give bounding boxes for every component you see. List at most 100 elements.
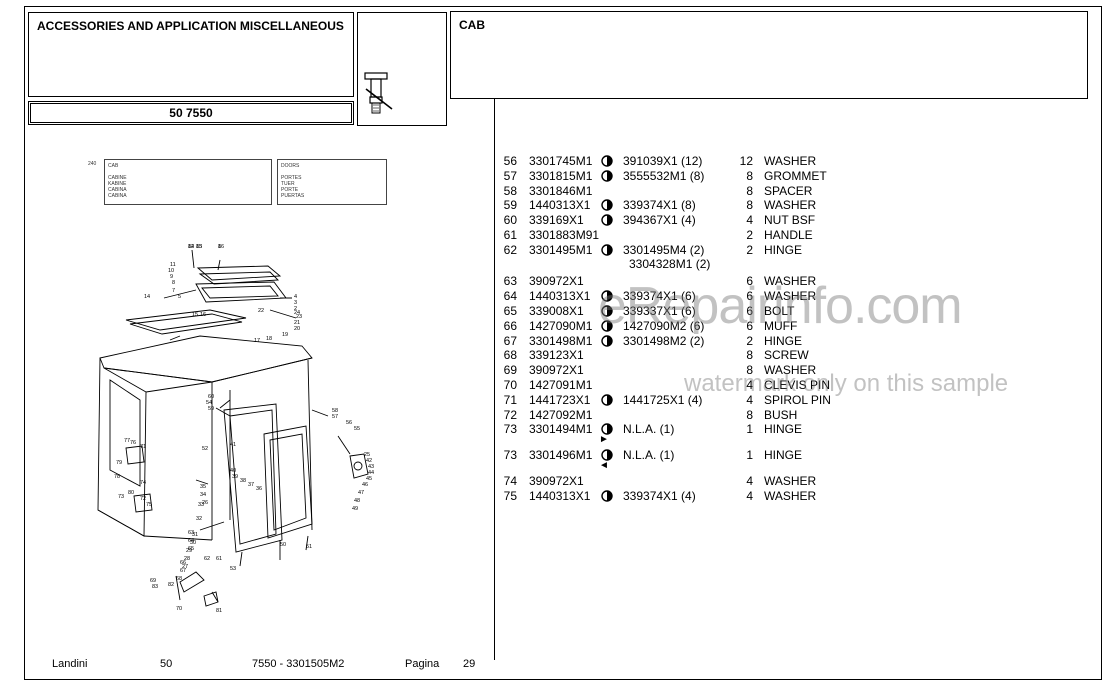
item-number: 57 (503, 168, 517, 183)
part-number: 3301495M1 (529, 242, 593, 257)
callout-number: 38 (240, 478, 246, 484)
footer-reference: 7550 - 3301505M2 (252, 658, 345, 670)
callout-number: 25 (364, 452, 370, 458)
callout-number: 16 (200, 312, 206, 318)
callout-number: 83 (152, 584, 158, 590)
footer-section: 50 (160, 658, 173, 670)
callout-number: 32 (196, 516, 202, 522)
alternate-part-2: 3304328M1 (2) (629, 256, 711, 271)
roof-hatch (196, 265, 282, 281)
item-number: 66 (503, 318, 517, 333)
description: NUT BSF (764, 213, 816, 228)
item-number: 75 (503, 488, 517, 503)
item-number: 58 (503, 183, 517, 198)
column-divider (494, 98, 495, 660)
door-frame (223, 403, 283, 553)
callout-number: 72 (140, 496, 146, 502)
part-number: 1440313X1 (529, 488, 591, 503)
half-filled-circle-icon (601, 290, 613, 302)
callout-number: 81 (216, 608, 222, 614)
quantity: 8 (746, 363, 753, 378)
callout-number: 8 (172, 280, 175, 286)
callout-number: 10 (168, 268, 174, 274)
callout-number: 39 (232, 474, 238, 480)
roof-frame (195, 281, 287, 303)
group-title-box: CAB (450, 11, 1088, 99)
alternate-part: 3301498M2 (2) (623, 333, 705, 348)
alternate-part: 1427090M2 (6) (623, 318, 705, 333)
description: CLEVIS PIN (764, 378, 831, 392)
callout-number: 82 (168, 582, 174, 588)
callout-number: 57 (332, 414, 338, 420)
description: WASHER (764, 488, 817, 503)
part-number: 1441723X1 (529, 392, 591, 407)
footer-page-label: Pagina (405, 658, 440, 670)
half-filled-circle-icon (601, 423, 613, 436)
callout-number: 54 (206, 400, 212, 406)
part-number: 339123X1 (529, 348, 584, 363)
item-number: 71 (503, 392, 517, 407)
description: SCREW (764, 348, 809, 363)
callout-number: 70 (176, 606, 182, 612)
arrow-right-icon: ► (599, 434, 609, 446)
callout-number: 2 (294, 306, 297, 312)
callout-number: 28 (184, 556, 190, 562)
callout-number: 78 (114, 474, 120, 480)
handle (349, 453, 369, 479)
description: SPIROL PIN (764, 392, 831, 407)
callout-number: 75 (146, 502, 152, 508)
part-number: 3301496M1 (529, 448, 593, 463)
callout-number: 45 (366, 476, 372, 482)
callout-number: 61 (216, 556, 222, 562)
callout-number: 21 (294, 320, 300, 326)
item-number: 68 (503, 348, 517, 363)
description: WASHER (764, 198, 817, 213)
alternate-part: 3555532M1 (8) (623, 168, 705, 183)
description: WASHER (764, 274, 817, 289)
group-title: CAB (459, 18, 485, 32)
callout-number: 50 (280, 542, 286, 548)
quantity: 2 (746, 242, 753, 257)
quantity: 1 (746, 422, 753, 437)
callout-number: 68 (176, 576, 182, 582)
description: BOLT (764, 304, 795, 318)
item-number: 72 (503, 407, 517, 422)
callout-number: 73 (118, 494, 124, 500)
callout-number: 22 (258, 308, 264, 314)
hinge-left (125, 445, 145, 465)
half-filled-circle-icon (601, 449, 613, 461)
callout-number: 31 (192, 532, 198, 538)
half-filled-circle-icon (601, 394, 613, 406)
part-number: 1427092M1 (529, 407, 593, 422)
description: SPACER (764, 183, 813, 198)
item-number: 69 (503, 363, 517, 378)
callout-number: 85 (196, 244, 202, 250)
callout-number: 33 (198, 502, 204, 508)
quantity: 6 (746, 289, 753, 304)
callout-number: 48 (354, 498, 360, 504)
callout-number: 76 (130, 440, 136, 446)
alternate-part: 391039X1 (12) (623, 154, 703, 168)
description: BUSH (764, 407, 798, 422)
inset-cab-label (104, 159, 272, 205)
callout-number: 1 (218, 244, 221, 250)
half-filled-circle-icon (601, 170, 613, 182)
item-number: 63 (503, 274, 517, 289)
callout-number: 17 (254, 338, 260, 344)
callout-number: 27 (182, 564, 188, 570)
callout-number: 18 (266, 336, 272, 342)
item-number: 70 (503, 378, 517, 392)
description: WASHER (764, 289, 817, 304)
callout-number: 58 (332, 408, 338, 414)
description: HINGE (764, 242, 803, 257)
callout-number: 44 (368, 470, 374, 476)
callout-number: 37 (248, 482, 254, 488)
section-code-box: 50 7550 (28, 101, 354, 125)
callout-number: 13 (196, 244, 202, 250)
quantity: 1 (746, 448, 753, 463)
description: WASHER (764, 154, 817, 168)
callout-number: 51 (306, 544, 312, 550)
callout-number: 49 (352, 506, 358, 512)
inset-doors-languages: DOORS PORTES TUER PORTE PUERTAS (281, 163, 305, 199)
half-filled-circle-icon (601, 320, 613, 332)
